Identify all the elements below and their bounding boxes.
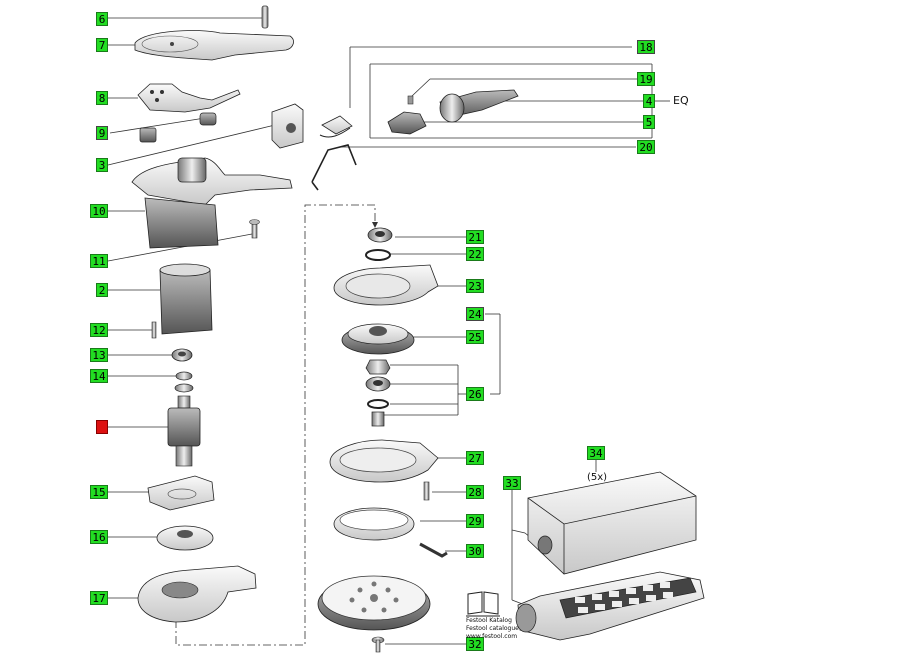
callout-5[interactable]: 5 [643, 115, 655, 129]
callout-17[interactable]: 17 [90, 591, 108, 605]
callout-19[interactable]: 19 [637, 72, 655, 86]
callout-21[interactable]: 21 [466, 230, 484, 244]
callout-14[interactable]: 14 [90, 369, 108, 383]
callout-10[interactable]: 10 [90, 204, 108, 218]
callout-28[interactable]: 28 [466, 485, 484, 499]
part-switch [139, 112, 217, 143]
callout-22[interactable]: 22 [466, 247, 484, 261]
eq-label: EQ [673, 94, 689, 107]
part-dust-collector [515, 571, 705, 641]
callout-12[interactable]: 12 [90, 323, 108, 337]
part-knob-pin [261, 5, 269, 29]
part-ring [174, 371, 194, 393]
part-plug-assembly [387, 89, 519, 135]
part-pad-housing [329, 439, 439, 483]
part-screw-pad [423, 481, 430, 501]
part-top-cover [134, 30, 294, 61]
callout-8[interactable]: 8 [96, 91, 108, 105]
callout-20[interactable]: 20 [637, 140, 655, 154]
manual-reference-line-1: Festool Katalog [466, 617, 512, 624]
part-eccentric [341, 323, 415, 355]
part-electronics [137, 83, 241, 113]
callout-24[interactable]: 24 [466, 307, 484, 321]
part-bearing-upper [171, 348, 193, 362]
callout-23[interactable]: 23 [466, 279, 484, 293]
manual-reference-line-3: www.festool.com [466, 633, 518, 640]
manual-reference-line-2: Festool catalogue [466, 625, 519, 632]
part-fan-impeller [156, 525, 214, 551]
callout-18[interactable]: 18 [637, 40, 655, 54]
callout-30[interactable]: 30 [466, 544, 484, 558]
part-wire [311, 144, 357, 191]
assembly-guide-lines [175, 204, 376, 646]
part-armature [167, 395, 201, 467]
callout-16[interactable]: 16 [90, 530, 108, 544]
part-base-housing [137, 565, 257, 623]
callout-27[interactable]: 27 [466, 451, 484, 465]
callout-9[interactable]: 9 [96, 126, 108, 140]
part-circlip [365, 249, 391, 261]
part-screw [249, 219, 260, 239]
callout-2[interactable]: 2 [96, 283, 108, 297]
callout-6[interactable]: 6 [96, 12, 108, 26]
callout-26[interactable]: 26 [466, 387, 484, 401]
quantity-note: (5x) [587, 472, 608, 483]
part-bearing-pad [367, 227, 393, 243]
part-screw-bottom [371, 636, 385, 653]
callout-25[interactable]: 25 [466, 330, 484, 344]
callout-3[interactable]: 3 [96, 158, 108, 172]
callout-4[interactable]: 4 [643, 94, 655, 108]
callout-32[interactable]: 32 [466, 637, 484, 651]
part-brake-ring [333, 264, 439, 306]
callout-13[interactable]: 13 [90, 348, 108, 362]
part-dust-bag-box [527, 471, 697, 575]
part-sanding-pad [317, 575, 431, 631]
part-seal-ring [333, 507, 415, 541]
book-icon [466, 591, 500, 617]
part-bearing-stack [365, 359, 391, 427]
part-screw-small [151, 321, 157, 339]
callout-29[interactable]: 29 [466, 514, 484, 528]
part-switch-module [271, 103, 304, 149]
part-stator [159, 263, 213, 335]
part-hex-key [419, 542, 448, 558]
callout-33[interactable]: 33 [503, 476, 521, 490]
callout-1-highlighted[interactable] [96, 420, 108, 434]
callout-15[interactable]: 15 [90, 485, 108, 499]
callout-34[interactable]: 34 [587, 446, 605, 460]
callout-7[interactable]: 7 [96, 38, 108, 52]
part-fan-cover [147, 475, 215, 511]
manual-reference: Festool Katalog Festool catalogue www.fe… [466, 617, 519, 641]
part-cable [319, 115, 353, 138]
callout-11[interactable]: 11 [90, 254, 108, 268]
part-motor-housing [131, 157, 293, 249]
